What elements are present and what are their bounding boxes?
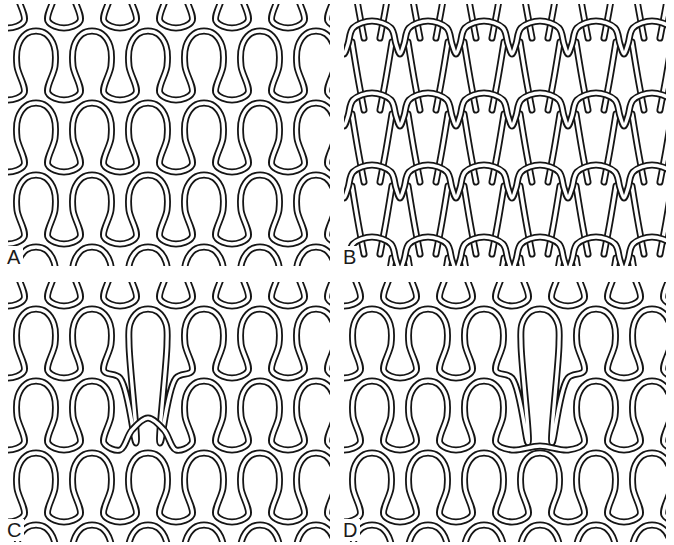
yarn-fill [492,258,504,266]
purl-fabric [344,4,666,266]
yarn-outline [660,258,666,266]
yarn-fill [8,381,330,450]
yarn-fill [344,525,666,542]
yarn-fill [8,4,330,28]
yarn-fill [632,258,644,266]
yarn-fill [8,103,330,172]
yarn-fill [408,258,420,266]
yarn-outline [492,258,504,266]
yarn-outline [344,381,666,450]
yarn-fill [344,21,666,54]
yarn-fill [344,453,666,522]
yarn-fill [8,247,330,266]
panel-letter: D [340,519,360,541]
yarn-fill [344,93,666,126]
yarn-outline [8,453,330,522]
yarn-outline [380,258,392,266]
yarn-outline [8,525,330,542]
panel-letter: A [4,246,23,268]
yarn-outline [8,282,330,306]
yarn-outline [344,453,666,522]
tuck-fabric [8,282,330,542]
yarn-fill [344,381,666,450]
yarn-outline [520,258,532,266]
yarn-fill [8,453,330,522]
yarn-outline [408,258,420,266]
yarn-fill [8,31,330,100]
yarn-outline [8,381,330,450]
yarn-fill [436,258,448,266]
miss-fabric [344,282,666,542]
yarn-fill [380,258,392,266]
knit-fabric [8,4,330,266]
yarn-fill [576,258,588,266]
yarn-outline [344,525,666,542]
yarn-outline [344,93,666,126]
yarn-outline [436,258,448,266]
yarn-outline [8,31,330,100]
yarn-outline [632,258,644,266]
yarn-outline [344,237,666,266]
yarn-fill [660,258,666,266]
yarn-fill [8,525,330,542]
yarn-fill [8,175,330,244]
yarn-fill [344,165,666,198]
yarn-outline [604,258,616,266]
yarn-outline [548,258,560,266]
yarn-outline [8,247,330,266]
yarn-outline [344,165,666,198]
panel-letter: B [340,246,359,268]
yarn-fill [344,282,666,306]
yarn-outline [8,175,330,244]
yarn-fill [8,282,330,306]
yarn-outline [8,103,330,172]
yarn-fill [344,237,666,266]
yarn-outline [8,4,330,28]
yarn-fill [464,258,476,266]
yarn-outline [464,258,476,266]
yarn-outline [344,282,666,306]
yarn-outline [576,258,588,266]
yarn-fill [520,258,532,266]
yarn-fill [548,258,560,266]
yarn-fill [604,258,616,266]
panel-letter: C [4,519,24,541]
yarn-outline [344,21,666,54]
